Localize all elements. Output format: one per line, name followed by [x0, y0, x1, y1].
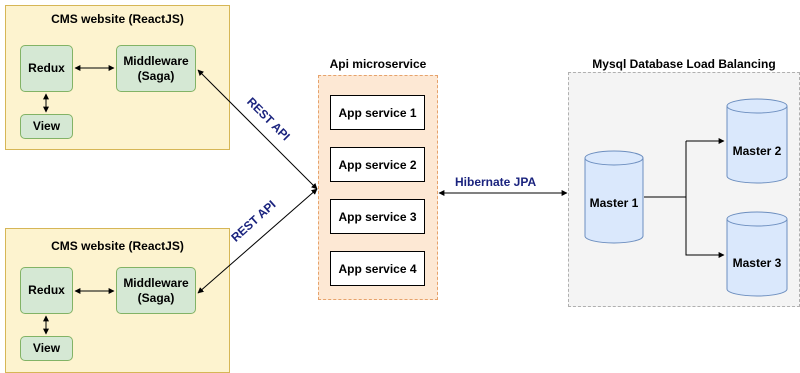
- master1-to-master3-arrow: [685, 197, 725, 258]
- master3-label: Master 3: [732, 256, 782, 270]
- view-node-top: View: [20, 114, 73, 139]
- cms-title-top: CMS website (ReactJS): [51, 12, 184, 26]
- view-label-bottom: View: [32, 341, 61, 356]
- db-title: Mysql Database Load Balancing: [592, 57, 776, 71]
- middleware-node-top: Middleware (Saga): [116, 45, 196, 92]
- middleware-node-bottom: Middleware (Saga): [116, 267, 196, 314]
- master1-cylinder: [584, 150, 644, 244]
- middleware-label-top: Middleware: [123, 54, 189, 69]
- redux-label-bottom: Redux: [28, 283, 65, 298]
- app-service-2: App service 2: [330, 147, 425, 182]
- master2-label: Master 2: [732, 144, 782, 158]
- master3-cylinder: [726, 211, 788, 297]
- middleware-label-bottom: Middleware: [123, 276, 189, 291]
- rest-api-arrow-bottom: [197, 188, 318, 294]
- view-node-bottom: View: [20, 336, 73, 361]
- redux-node-top: Redux: [20, 45, 73, 92]
- app-service-3: App service 3: [330, 199, 425, 234]
- api-title: Api microservice: [329, 57, 427, 71]
- redux-label-top: Redux: [28, 61, 65, 76]
- master2-cylinder: [726, 98, 788, 184]
- middleware-sublabel-bottom: (Saga): [137, 290, 175, 305]
- app-service-4: App service 4: [330, 251, 425, 286]
- redux-node-bottom: Redux: [20, 267, 73, 314]
- master1-label: Master 1: [589, 196, 639, 210]
- rest-api-arrow-top: [197, 69, 318, 190]
- middleware-sublabel-top: (Saga): [137, 68, 175, 83]
- app-service-1: App service 1: [330, 95, 425, 130]
- hibernate-jpa-label: Hibernate JPA: [455, 175, 537, 189]
- master-branch-connector: [644, 141, 687, 198]
- cms-title-bottom: CMS website (ReactJS): [51, 239, 184, 253]
- view-label-top: View: [32, 119, 61, 134]
